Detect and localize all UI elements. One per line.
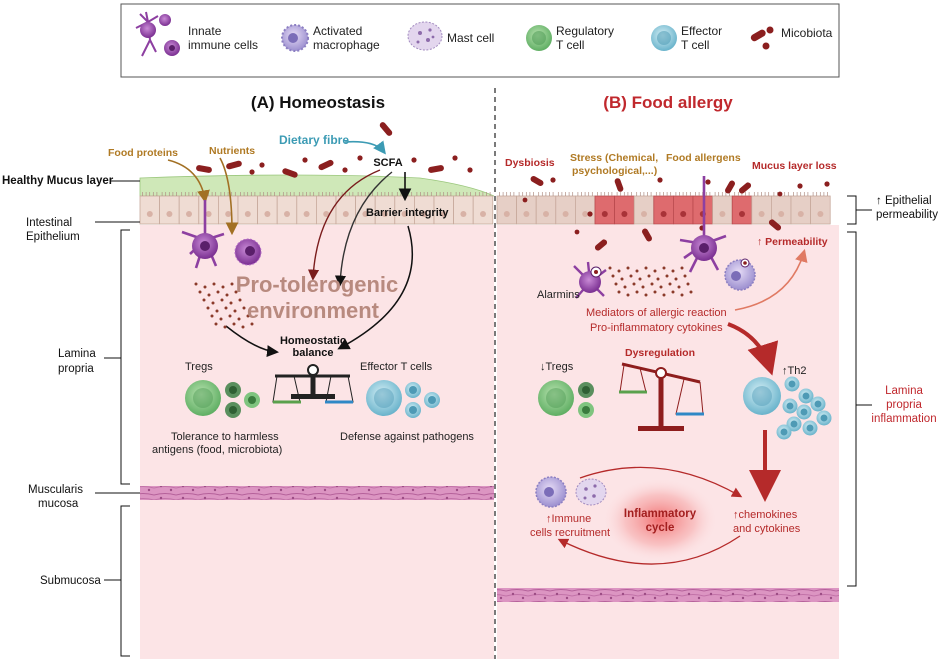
microbiota-icon <box>750 26 774 50</box>
label-dysregulation: Dysregulation <box>625 347 695 359</box>
label-lamina-line2: propria <box>58 363 94 375</box>
cytokine-dots-b <box>608 266 693 297</box>
label-lp-inflammation-line3: inflammation <box>871 413 936 425</box>
label-pro-tolerogenic-line1: Pro-tolerogenic <box>236 272 399 297</box>
label-epithelium-line2: Epithelium <box>26 231 80 243</box>
lumen-microbiota-b <box>522 176 830 251</box>
label-lp-inflammation-line2: propria <box>886 399 922 411</box>
balance-scale-a <box>272 364 354 404</box>
label-inflammatory-line1: Inflammatory <box>624 508 697 520</box>
muscularis-b <box>497 588 839 602</box>
label-stress-line1: Stress (Chemical, <box>570 152 658 164</box>
treg-icon <box>526 25 552 51</box>
legend: Innate immune cells Activated macrophage… <box>120 3 840 78</box>
label-th2-up: ↑Th2 <box>782 365 806 377</box>
label-muscularis-line2: mucosa <box>38 498 79 510</box>
label-mediators-line2: Pro-inflammatory cytokines <box>590 322 723 334</box>
balance-scale-b <box>619 362 704 431</box>
bracket-submucosa <box>120 505 130 657</box>
legend-innate-line2: immune cells <box>188 38 258 52</box>
label-tregs-down: ↓Tregs <box>540 361 574 373</box>
label-food-proteins: Food proteins <box>108 147 178 159</box>
panel-a-title: (A) Homeostasis <box>251 93 385 112</box>
epithelium-b <box>496 192 831 225</box>
cytokine-dots-a <box>194 282 254 329</box>
label-alarmins: Alarmins <box>537 289 580 301</box>
label-stress-line2: psychological,...) <box>572 165 657 177</box>
legend-treg-line1: Regulatory <box>556 24 614 38</box>
effector-cell-icon <box>651 25 677 51</box>
label-nutrients: Nutrients <box>209 145 255 157</box>
panel-b-title: (B) Food allergy <box>603 93 733 112</box>
legend-macrophage-line2: macrophage <box>313 38 380 52</box>
left-side-labels: Healthy Mucus layer Intestinal Epitheliu… <box>2 175 140 657</box>
label-dietary-fibre: Dietary fibre <box>279 133 349 147</box>
label-chemokines-line2: and cytokines <box>733 523 801 535</box>
label-lamina-line1: Lamina <box>58 348 96 360</box>
legend-mast-cell: Mast cell <box>447 31 494 45</box>
legend-innate-line1: Innate <box>188 24 222 38</box>
label-epithelium-line1: Intestinal <box>26 217 72 229</box>
label-epithelial-permeability-line1: ↑ Epithelial <box>876 195 932 207</box>
label-tolerance-line1: Tolerance to harmless <box>171 431 279 443</box>
legend-effector-line2: T cell <box>681 38 709 52</box>
legend-effector-line1: Effector <box>681 24 722 38</box>
label-defense: Defense against pathogens <box>340 431 474 443</box>
muscularis-a <box>140 486 494 500</box>
right-side-labels: ↑ Epithelial permeability Lamina propria… <box>847 195 938 587</box>
tissue-b <box>497 225 839 659</box>
label-homeostatic-line2: balance <box>293 347 334 359</box>
label-homeostatic-line1: Homeostatic <box>280 335 346 347</box>
label-healthy-mucus: Healthy Mucus layer <box>2 175 114 187</box>
innate-cells-b <box>573 176 756 299</box>
panel-a-arrows <box>167 140 413 358</box>
label-tolerance-line2: antigens (food, microbiota) <box>152 444 282 456</box>
label-food-allergens: Food allergens <box>666 152 741 164</box>
label-barrier-integrity: Barrier integrity <box>366 207 449 219</box>
label-pro-tolerogenic-line2: environment <box>247 298 380 323</box>
inflammatory-cycle-glow <box>602 478 718 562</box>
label-mucus-loss: Mucus layer loss <box>752 160 837 172</box>
bracket-lamina-propria <box>120 229 130 485</box>
label-effector-t-cells: Effector T cells <box>360 361 433 373</box>
label-permeability: ↑ Permeability <box>757 236 828 248</box>
label-scfa: SCFA <box>373 157 402 169</box>
macrophage-icon <box>281 24 309 52</box>
label-immune-recruit-line1: ↑Immune <box>546 513 591 525</box>
label-lp-inflammation-line1: Lamina <box>885 385 923 397</box>
label-tregs-a: Tregs <box>185 361 213 373</box>
recruited-immune-cells <box>535 476 607 508</box>
tissue-a <box>140 225 494 659</box>
label-mediators-line1: Mediators of allergic reaction <box>586 307 727 319</box>
healthy-mucus-layer <box>139 174 495 197</box>
th2-cells-b <box>743 376 832 440</box>
label-submucosa: Submucosa <box>40 575 101 587</box>
legend-treg-line2: T cell <box>556 38 584 52</box>
innate-cell-icon <box>135 11 180 57</box>
legend-microbiota: Micobiota <box>781 26 833 40</box>
mast-cell-icon <box>407 21 443 51</box>
label-chemokines-line1: ↑chemokines <box>733 509 798 521</box>
innate-cells-a <box>181 200 262 269</box>
label-inflammatory-line2: cycle <box>646 522 675 534</box>
lumen-microbiota-a <box>196 122 473 178</box>
label-immune-recruit-line2: cells recruitment <box>530 527 610 539</box>
panel-b-arrows <box>557 248 808 565</box>
label-dysbiosis: Dysbiosis <box>505 157 555 169</box>
treg-cells-a <box>185 380 260 418</box>
effector-cells-a <box>366 380 440 418</box>
label-muscularis-line1: Muscularis <box>28 484 83 496</box>
legend-macrophage-line1: Activated <box>313 24 362 38</box>
label-epithelial-permeability-line2: permeability <box>876 209 938 221</box>
treg-cells-b <box>538 380 594 418</box>
